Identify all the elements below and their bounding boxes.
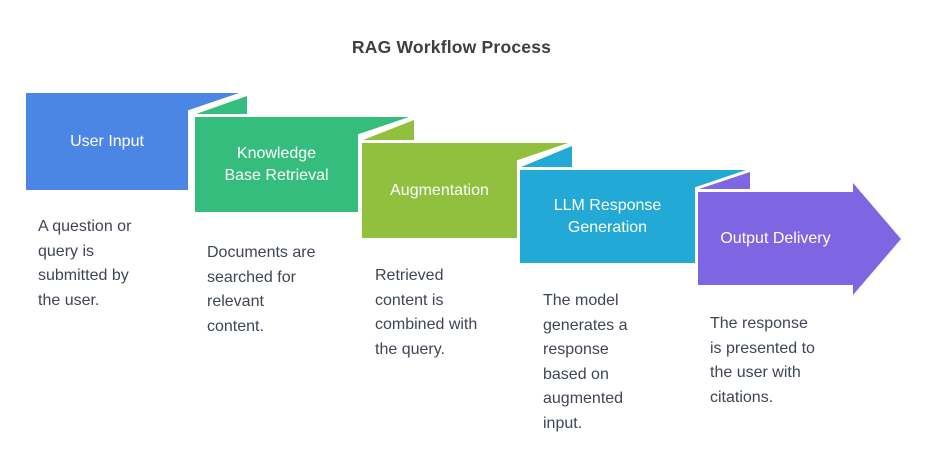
step-label-augmentation: Augmentation xyxy=(390,181,489,199)
step-label-knowledge-base-retrieval: Knowledge Base Retrieval xyxy=(224,144,329,184)
step-shape-user-input xyxy=(26,93,239,190)
step-shape-output-delivery-arrow xyxy=(698,172,901,295)
step-description-user-input: A question or query is submitted by the … xyxy=(38,218,132,309)
step-description-llm-response-generation: The model generates a response based on … xyxy=(543,292,628,432)
step-label-output-delivery: Output Delivery xyxy=(720,229,831,247)
page-title: RAG Workflow Process xyxy=(351,37,552,57)
step-shape-llm-response-generation xyxy=(520,146,746,263)
step-shape-knowledge-base-retrieval xyxy=(195,96,409,212)
step-label-llm-response-generation: LLM Response Generation xyxy=(553,196,662,236)
step-label-user-input: User Input xyxy=(70,132,144,150)
step-description-knowledge-base-retrieval: Documents are searched for relevant cont… xyxy=(207,244,316,335)
step-shape-augmentation xyxy=(362,120,568,238)
step-description-augmentation: Retrieved content is combined with the q… xyxy=(375,267,478,358)
step-description-output-delivery: The response is presented to the user wi… xyxy=(710,315,815,406)
